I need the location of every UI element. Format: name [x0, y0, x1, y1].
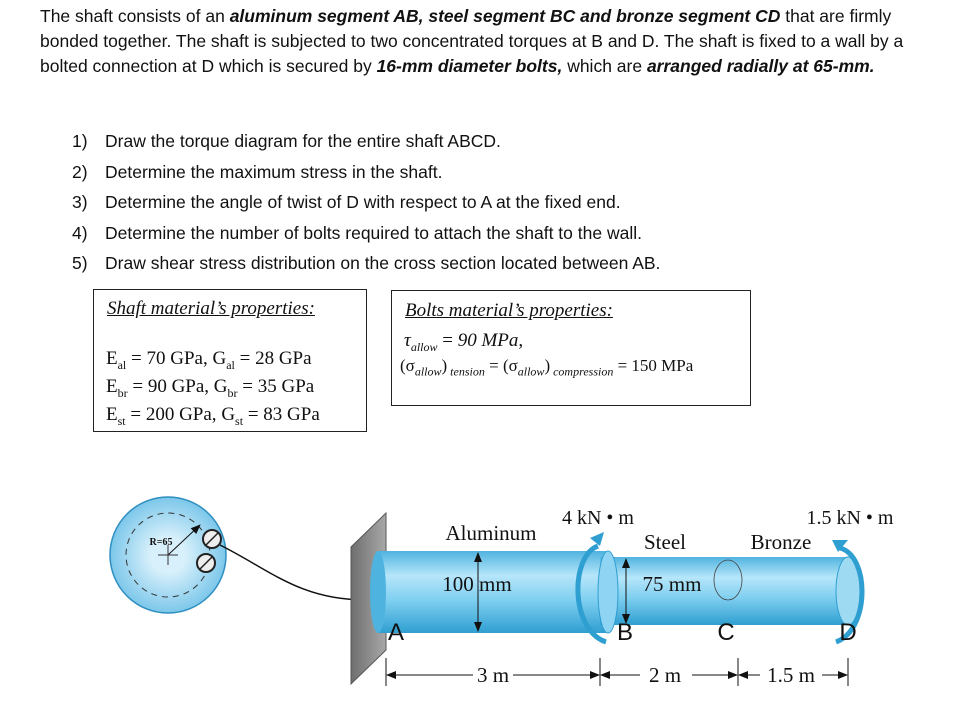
prop-steel: Est = 200 GPa, Gst = 83 GPa	[106, 404, 320, 432]
bolt-pattern-disk: R=65	[109, 496, 367, 614]
paren: )	[544, 356, 551, 375]
question-text: Determine the angle of twist of D with r…	[105, 192, 621, 212]
problem-statement: The shaft consists of an aluminum segmen…	[40, 4, 940, 79]
sym-E: E	[106, 348, 118, 369]
val-tau: 90 MPa,	[457, 330, 524, 351]
torque-B-icon	[575, 543, 608, 645]
prop-bronze: Ebr = 90 GPa, Gbr = 35 GPa	[106, 376, 320, 404]
point-B: B	[617, 619, 633, 646]
val-G-al: = 28 GPa	[234, 348, 312, 369]
prop-aluminum: Eal = 70 GPa, Gal = 28 GPa	[106, 348, 320, 376]
point-C: C	[717, 619, 734, 646]
bolt-properties-box: Bolts material’s properties: τallow = 90…	[391, 290, 751, 406]
question-item: 4) Determine the number of bolts required…	[72, 223, 872, 254]
question-text: Determine the maximum stress in the shaf…	[105, 161, 443, 182]
label-len-BC: 2 m	[649, 663, 681, 687]
segment-aluminum-end	[370, 551, 386, 633]
torque-D-icon	[834, 545, 865, 645]
val-G-br: = 35 GPa	[237, 375, 315, 397]
connector-arrow	[219, 544, 367, 604]
radius-label: R=65	[150, 537, 173, 548]
question-item: 5) Draw shear stress distribution on the …	[72, 253, 872, 284]
segment-bronze	[760, 557, 848, 625]
paren: )	[441, 356, 448, 375]
shaft-properties-title: Shaft material’s properties:	[107, 298, 315, 319]
bolt-icon	[202, 529, 222, 549]
intro-emph-segments: aluminum segment AB, steel segment BC an…	[229, 6, 781, 26]
section-C-mark	[713, 559, 743, 601]
bolt-icon	[196, 553, 216, 573]
sub-br: br	[227, 385, 238, 400]
question-list: 1) Draw the torque diagram for the entire…	[72, 131, 872, 284]
label-dia-100: 100 mm	[442, 572, 511, 596]
bolt-tau-allow: τallow = 90 MPa,	[404, 330, 523, 358]
sym-G: G	[212, 348, 227, 369]
sub-compression: compression	[550, 364, 614, 379]
question-number: 4)	[72, 222, 88, 243]
sym-sigma: (σ	[502, 356, 518, 375]
intro-text-3: which are	[562, 56, 647, 76]
label-torque-D: 1.5 kN • m	[806, 507, 893, 529]
bolt-sigma-allow: (σallow) tension = (σallow) compression …	[400, 355, 693, 382]
sub-st: st	[235, 413, 244, 428]
point-A: A	[388, 619, 404, 646]
sub-allow: allow	[410, 339, 438, 354]
val-G-st: = 83 GPa	[243, 403, 320, 425]
sub-allow: allow	[517, 364, 545, 379]
label-steel: Steel	[644, 530, 686, 554]
label-torque-B: 4 kN • m	[562, 507, 634, 529]
question-number: 1)	[72, 131, 88, 151]
sym-sigma: (σ	[400, 356, 415, 375]
question-item: 1) Draw the torque diagram for the entire…	[72, 131, 872, 162]
shaft-properties-values: Eal = 70 GPa, Gal = 28 GPa Ebr = 90 GPa,…	[106, 348, 320, 431]
segment-aluminum	[378, 551, 608, 633]
label-dia-75: 75 mm	[643, 572, 702, 596]
sub-st: st	[117, 413, 126, 428]
label-aluminum: Aluminum	[445, 521, 536, 545]
question-text: Draw shear stress distribution on the cr…	[105, 253, 661, 273]
val-sigma: = 150 MPa	[613, 356, 694, 375]
sym-G: G	[221, 403, 236, 425]
question-item: 3) Determine the angle of twist of D with…	[72, 192, 872, 223]
torque-D-arrowhead	[832, 540, 848, 552]
radius-arrow	[167, 524, 201, 556]
question-number: 5)	[72, 253, 88, 273]
intro-emph-bolts: 16-mm diameter bolts,	[376, 56, 563, 76]
label-len-CD: 1.5 m	[767, 663, 815, 687]
sub-al: al	[117, 357, 127, 372]
intro-emph-radial: arranged radially at 65-mm.	[646, 56, 875, 76]
point-D: D	[839, 619, 856, 646]
sub-tension: tension	[447, 364, 485, 379]
val-E-al: = 70 GPa,	[126, 348, 213, 369]
sub-al: al	[226, 357, 235, 372]
label-bronze: Bronze	[751, 530, 812, 554]
intro-text-2: that are firmly bonded together. The sha…	[40, 6, 904, 76]
question-number: 3)	[72, 192, 88, 212]
val-E-br: = 90 GPa,	[127, 375, 214, 397]
val-E-st: = 200 GPa,	[125, 403, 222, 425]
sym-tau: τ	[404, 330, 411, 351]
label-len-AB: 3 m	[477, 663, 509, 687]
question-item: 2) Determine the maximum stress in the sh…	[72, 162, 872, 193]
sub-br: br	[117, 385, 128, 400]
sym-E: E	[106, 375, 118, 397]
intro-text-1: The shaft consists of an	[40, 6, 230, 26]
question-text: Draw the torque diagram for the entire s…	[105, 131, 501, 151]
shaft-properties-box: Shaft material’s properties: Eal = 70 GP…	[93, 289, 367, 432]
sym-E: E	[106, 403, 118, 425]
eq-sign: =	[484, 356, 503, 375]
question-text: Determine the number of bolts required t…	[105, 222, 642, 243]
eq-sign: =	[437, 330, 458, 351]
step-face	[597, 550, 619, 634]
bolt-properties-title: Bolts material’s properties:	[405, 300, 613, 321]
question-number: 2)	[72, 161, 88, 182]
sub-allow: allow	[414, 364, 442, 379]
sym-G: G	[213, 375, 228, 397]
torque-B-arrowhead	[590, 532, 604, 546]
